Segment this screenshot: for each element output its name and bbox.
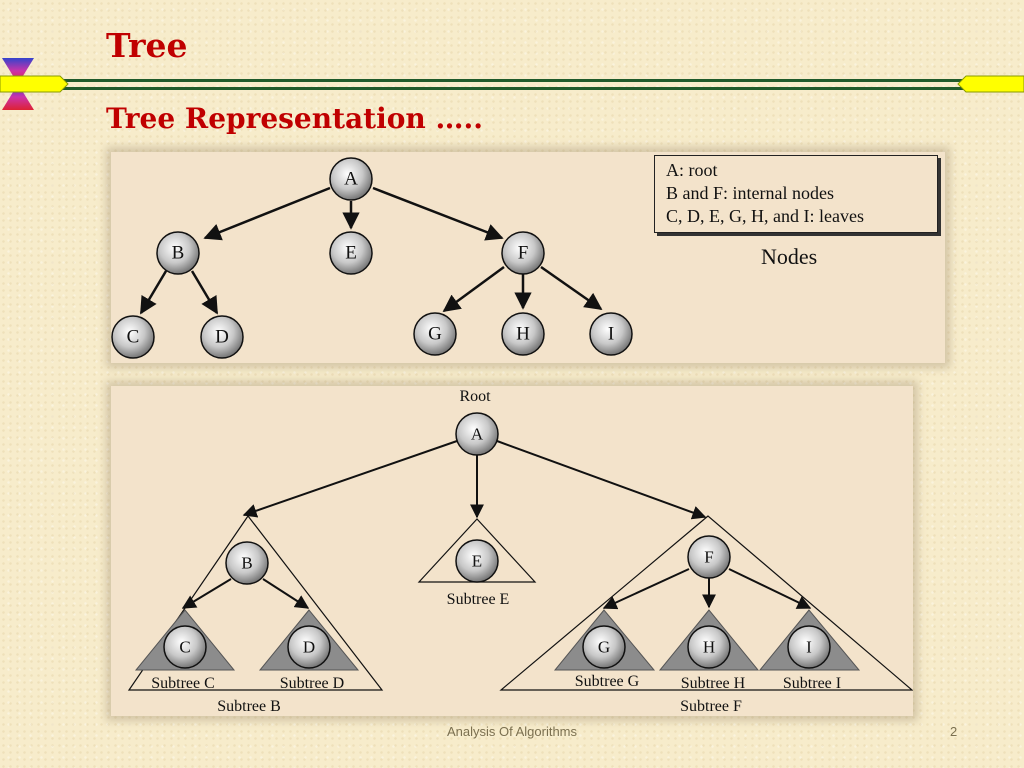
root-label: Root — [459, 388, 491, 405]
node-c-label: C — [127, 327, 140, 348]
subtree-edges — [181, 440, 812, 610]
node-b-label: B — [172, 243, 185, 264]
legend-leaves-line: C, D, E, G, H, and I: leaves — [666, 206, 864, 226]
subtrees-panel: Root A B E F C D G H — [111, 386, 913, 716]
subtree-node-a-label: A — [471, 425, 484, 444]
title-bar-decoration — [0, 58, 1024, 110]
divider-line-top — [0, 79, 1024, 82]
subtree-f-label: Subtree F — [680, 698, 742, 715]
subtree-g-label: Subtree G — [575, 673, 640, 690]
subtree-node-f: F — [687, 535, 731, 579]
subtree-node-i: I — [787, 625, 831, 669]
subtree-b-label: Subtree B — [217, 698, 281, 715]
node-d-label: D — [215, 327, 229, 348]
right-arrow-accent-icon — [957, 75, 1024, 93]
leaf-subtree-triangles — [134, 609, 861, 671]
subtree-node-b-label: B — [241, 554, 252, 573]
subtree-node-h-label: H — [703, 638, 715, 657]
node-a-label: A — [344, 169, 358, 190]
node-h: H — [501, 312, 545, 356]
subtree-node-g-label: G — [598, 638, 610, 657]
node-b: B — [156, 231, 200, 275]
page-number: 2 — [950, 724, 958, 739]
subtree-node-d-label: D — [303, 638, 315, 657]
subtree-node-b: B — [225, 541, 269, 585]
legend-internal-line: B and F: internal nodes — [666, 183, 834, 203]
slide-subtitle: Tree Representation ….. — [106, 102, 484, 135]
node-g-label: G — [428, 324, 442, 345]
subtree-node-e-label: E — [472, 552, 482, 571]
hourglass-icon — [2, 58, 34, 110]
subtree-diagram: Root A B E F C D G H — [127, 388, 913, 715]
node-i: I — [589, 312, 633, 356]
node-f-label: F — [518, 243, 529, 264]
subtree-node-g: G — [582, 625, 626, 669]
subtree-e-label: Subtree E — [447, 591, 510, 608]
subtree-node-h: H — [687, 625, 731, 669]
subtree-node-a: A — [455, 412, 499, 456]
node-legend: A: root B and F: internal nodes C, D, E,… — [654, 155, 938, 233]
nodes-caption: Nodes — [761, 244, 818, 269]
left-arrow-accent-icon — [0, 75, 69, 93]
node-types-panel: A B E F C D G H — [111, 152, 945, 363]
node-d: D — [200, 315, 244, 359]
subtree-node-e: E — [455, 539, 499, 583]
node-a: A — [329, 157, 373, 201]
footer-text: Analysis Of Algorithms — [446, 724, 578, 739]
subtree-i-label: Subtree I — [783, 675, 841, 692]
node-f: F — [501, 231, 545, 275]
subtree-d-label: Subtree D — [280, 675, 344, 692]
subtree-h-label: Subtree H — [681, 675, 746, 692]
node-h-label: H — [516, 324, 530, 345]
divider-line-bottom — [0, 87, 1024, 90]
node-e: E — [329, 231, 373, 275]
subtree-node-c: C — [163, 625, 207, 669]
slide-title: Tree — [106, 26, 188, 65]
subtree-node-i-label: I — [806, 638, 812, 657]
node-g: G — [413, 312, 457, 356]
tree-nodes-diagram: A B E F C D G H — [111, 157, 633, 359]
node-i-label: I — [608, 324, 614, 345]
subtree-node-d: D — [287, 625, 331, 669]
tree-edges — [139, 186, 603, 315]
subtree-node-f-label: F — [704, 548, 713, 567]
subtree-node-c-label: C — [179, 638, 190, 657]
subtree-c-label: Subtree C — [151, 675, 215, 692]
legend-root-line: A: root — [666, 160, 718, 180]
node-e-label: E — [345, 243, 357, 264]
node-c: C — [111, 315, 155, 359]
